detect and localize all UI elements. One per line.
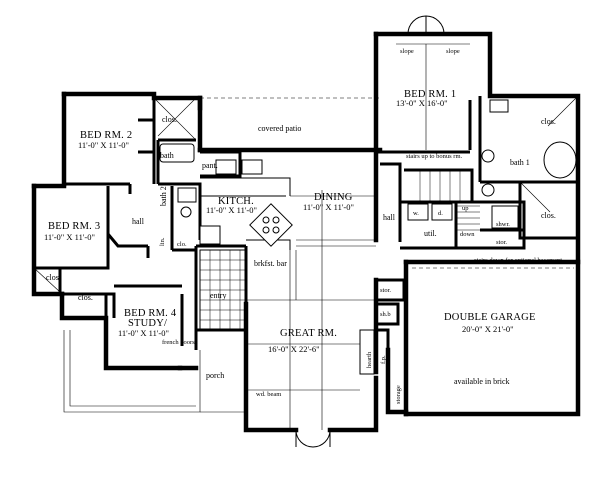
stor-left-label: stor. (380, 287, 391, 294)
garage-name: DOUBLE GARAGE (444, 312, 536, 323)
slope-left-label: slope (400, 48, 414, 55)
kitchen-dims: 11'-0" X 11'-0" (206, 205, 257, 215)
covered-patio-label: covered patio (258, 124, 301, 133)
hall-left-label: hall (132, 217, 145, 226)
great-room-name: GREAT RM. (280, 328, 337, 339)
bed2-name: BED RM. 2 (80, 130, 132, 141)
wd-beam-label: wd. beam (256, 391, 281, 398)
hall-closet-label: clos. (78, 293, 93, 302)
bed1-name: BED RM. 1 (404, 89, 456, 100)
stairs (419, 170, 480, 231)
bed2-closet-label: clos. (162, 115, 177, 124)
hall-right-label: hall (383, 213, 396, 222)
bed3-dims: 11'-0" X 11'-0" (44, 232, 95, 242)
laundry (407, 203, 453, 221)
brkfst-bar-label: brkfst. bar (254, 259, 287, 268)
linen-label: lin. (159, 237, 166, 246)
space-labels: covered patio clos. clos. clos. clos. cl… (46, 48, 562, 404)
shelf-label: sh.b (380, 311, 391, 318)
kitchen-name: KITCH. (218, 196, 254, 207)
bed1-window (396, 15, 470, 150)
stairs-up-label: stairs up to bonus rm. (406, 153, 463, 160)
fireplace-label: f.p. (380, 355, 387, 364)
bed1-closet-b-label: clos. (541, 211, 556, 220)
storage-label: storage (395, 385, 402, 404)
bath-fixtures (159, 99, 577, 229)
bed1-dims: 13'-0" X 16'-0" (396, 98, 448, 108)
entry-tile-grid (199, 249, 247, 331)
kitchen-fixtures (199, 159, 293, 247)
great-room-front-doors (295, 429, 331, 448)
great-room-beams (246, 190, 376, 430)
bath2-label: bath 2 (159, 186, 168, 206)
slope-right-label: slope (446, 48, 460, 55)
dining-name: DINING (314, 192, 353, 203)
garage-dims: 20'-0" X 21'-0" (462, 324, 514, 334)
bath-label: bath (160, 151, 174, 160)
bed4-dims: 11'-0" X 11'-0" (118, 328, 169, 338)
dining-lines (246, 195, 376, 250)
porch-outline (63, 97, 380, 413)
utility-label: util. (424, 229, 437, 238)
dryer-label: d. (438, 210, 443, 217)
pantry-label: pant. (202, 161, 218, 170)
dining-dims: 11'-0" X 11'-0" (303, 202, 354, 212)
porch-label: porch (206, 371, 224, 380)
bed4-name: BED RM. 4 (124, 308, 177, 319)
garage-door (406, 261, 578, 269)
hall-clo-label: clo. (177, 241, 187, 248)
bed2-dims: 11'-0" X 11'-0" (78, 140, 129, 150)
stairs-down-label: stairs down for optional basement (474, 257, 562, 264)
room-labels: BED RM. 2 11'-0" X 11'-0" BED RM. 3 11'-… (44, 89, 536, 386)
garage-note: available in brick (454, 377, 510, 386)
bed1-closet-a-label: clos. (541, 117, 556, 126)
washer-label: w. (413, 210, 419, 217)
great-room-dims: 16'-0" X 22'-6" (268, 344, 320, 354)
stor-right-label: stor. (496, 239, 507, 246)
stair-up-label: up (462, 205, 469, 212)
bath1-label: bath 1 (510, 158, 530, 167)
french-doors-label: french doors (162, 339, 195, 346)
exterior-walls (31, 31, 581, 433)
shower-label: shwr. (496, 221, 510, 228)
bed4-name2: STUDY/ (128, 318, 167, 329)
closet-hatching (33, 95, 579, 293)
entry-label: entry (210, 291, 226, 300)
hearth-label: hearth (366, 351, 373, 368)
bed3-name: BED RM. 3 (48, 221, 100, 232)
bed3-closet-label: clos. (46, 273, 61, 282)
stair-down-label: down (460, 231, 475, 238)
